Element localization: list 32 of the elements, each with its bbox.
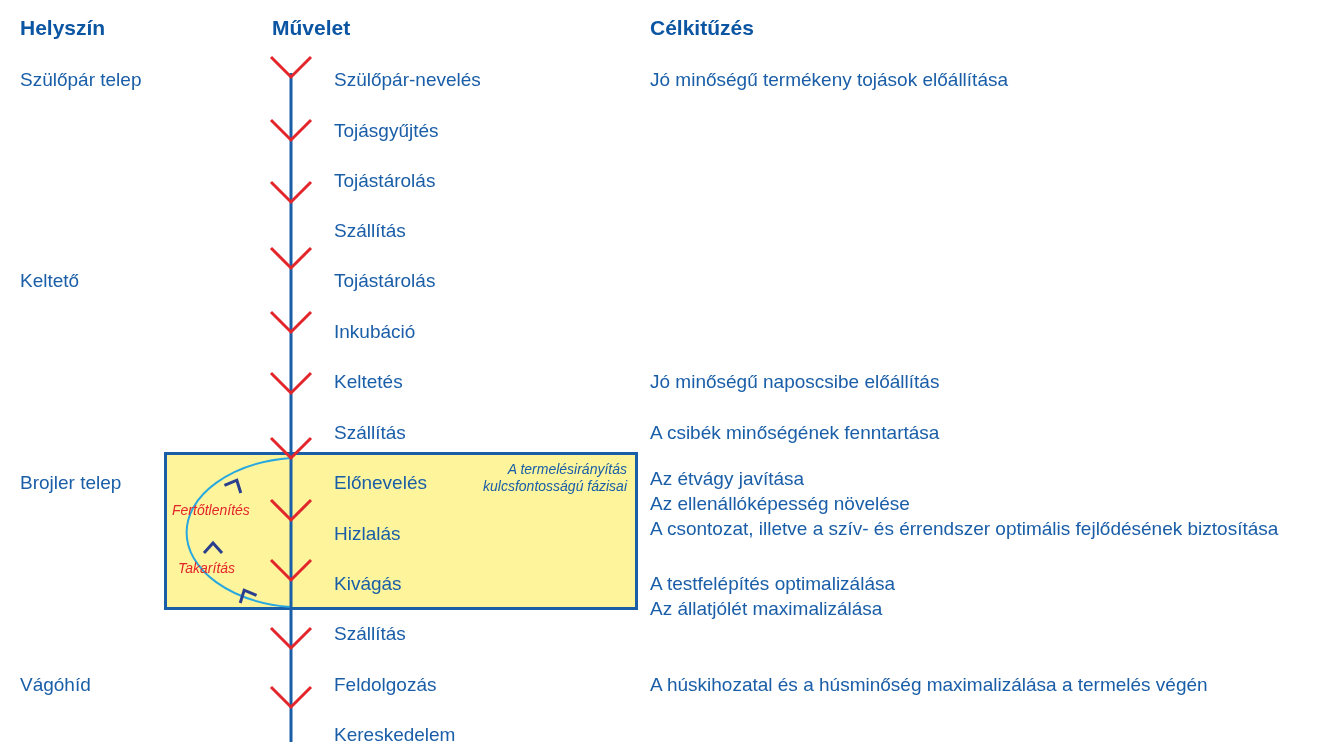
operation-label: Szállítás — [334, 220, 406, 242]
operation-label: Szállítás — [334, 422, 406, 444]
goal-text: Jó minőségű termékeny tojások előállítása — [650, 69, 1009, 91]
operation-label: Szállítás — [334, 623, 406, 645]
goal-text: A csontozat, illetve a szív- és érrendszer optimális fejlődésének biztosítása — [650, 518, 1279, 540]
operation-label: Szülőpár-nevelés — [334, 69, 481, 91]
goal-text: Az állatjólét maximalizálása — [650, 598, 883, 620]
column-header: Célkitűzés — [650, 16, 754, 40]
operation-label: Kereskedelem — [334, 724, 456, 742]
column-header: Helyszín — [20, 16, 106, 40]
operation-label: Tojástárolás — [334, 170, 436, 192]
goal-text: A testfelépítés optimalizálása — [650, 573, 896, 595]
location-label: Vágóhíd — [20, 674, 91, 696]
operation-label: Kivágás — [334, 573, 402, 595]
operation-label: Tojástárolás — [334, 270, 436, 292]
operation-label: Előnevelés — [334, 472, 427, 494]
column-header: Művelet — [272, 16, 351, 40]
location-label: Keltető — [20, 270, 80, 292]
box-caption: A termelésirányítás kulcsfontosságú fázisai — [482, 461, 627, 495]
operation-label: Feldolgozás — [334, 674, 437, 696]
operation-label: Tojásgyűjtés — [334, 120, 439, 142]
operation-label: Hizlalás — [334, 523, 401, 545]
goal-text: Az ellenállóképesség növelése — [650, 493, 910, 515]
operation-label: Keltetés — [334, 371, 403, 393]
location-label: Brojler telep — [20, 472, 122, 494]
location-label: Szülőpár telep — [20, 69, 142, 91]
goal-text: Az étvágy javítása — [650, 468, 805, 490]
goal-text: A húskihozatal és a húsminőség maximalizálása a termelés végén — [650, 674, 1208, 696]
goal-text: Jó minőségű naposcsibe előállítás — [650, 371, 940, 393]
highlight-box — [164, 452, 638, 610]
operation-label: Inkubáció — [334, 321, 416, 343]
goal-text: A csibék minőségének fenntartása — [650, 422, 940, 444]
